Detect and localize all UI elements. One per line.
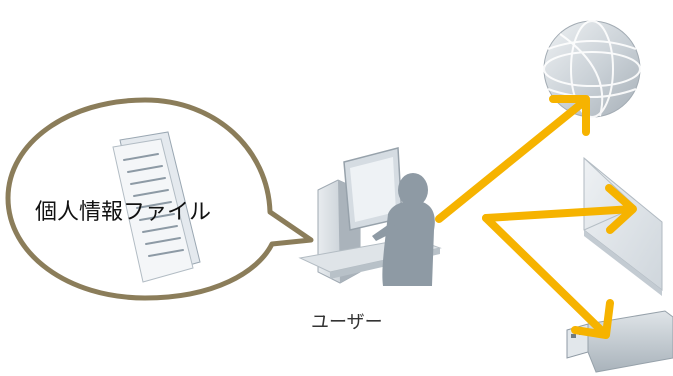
globe-icon — [543, 20, 641, 118]
arrow-to-usb — [482, 214, 614, 339]
document-icon — [112, 131, 201, 283]
speech-bubble-label: 個人情報ファイル — [35, 200, 212, 225]
envelope-icon — [583, 156, 663, 296]
user-silhouette-icon — [372, 173, 435, 286]
user-label: ユーザー — [311, 312, 383, 333]
arrow-to-mail — [482, 184, 637, 234]
arrows — [435, 95, 637, 339]
arrow-to-internet — [435, 95, 590, 223]
usb-drive-icon — [566, 310, 673, 373]
